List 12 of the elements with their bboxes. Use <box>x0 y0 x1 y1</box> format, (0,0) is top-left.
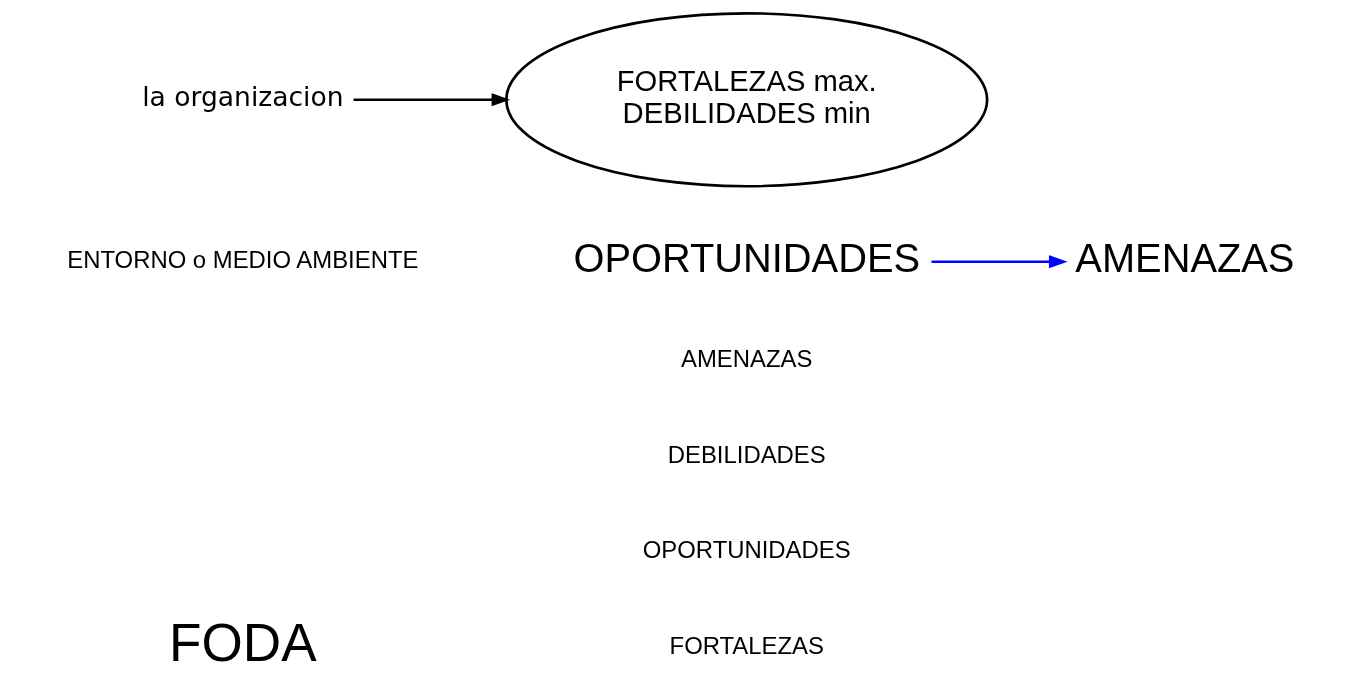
label: DEBILIDADES <box>667 440 826 468</box>
label: FORTALEZAS <box>669 631 824 659</box>
label: ENTORNO o MEDIO AMBIENTE <box>67 245 419 273</box>
node-ellipse: FORTALEZAS max. DEBILIDADES min <box>505 12 989 188</box>
label: FODA <box>169 613 317 673</box>
arrow <box>931 255 1068 269</box>
arrow <box>353 93 511 107</box>
label: AMENAZAS <box>681 345 813 373</box>
label: OPORTUNIDADES <box>642 536 851 564</box>
node-text: OPORTUNIDADES <box>573 235 921 280</box>
node-text: la organizacion <box>142 81 344 113</box>
node-text: AMENAZAS <box>1075 235 1295 280</box>
